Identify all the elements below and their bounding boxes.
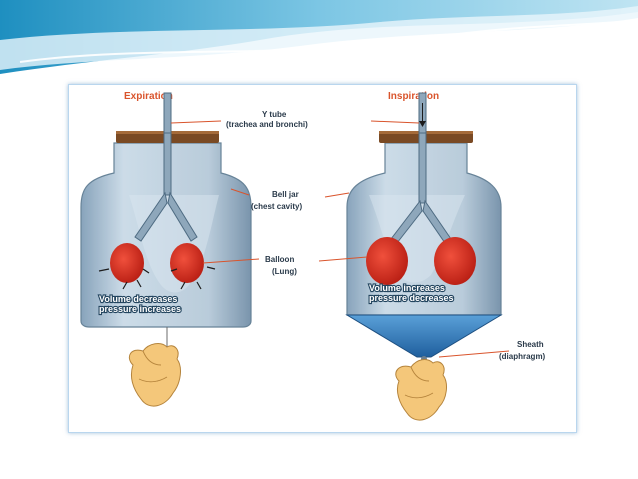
pinching-hand-icon xyxy=(395,359,447,421)
y-tube-expiration xyxy=(134,92,198,242)
y-tube-inspiration xyxy=(390,92,452,244)
heading-expiration: Expiration xyxy=(124,91,173,102)
caption-inspiration-pressure: pressure decreases xyxy=(369,293,454,303)
caption-expiration-pressure: pressure increases xyxy=(99,304,181,314)
balloon-expiration-right xyxy=(170,243,204,283)
balloon-inspiration-right xyxy=(434,237,476,285)
balloon-expiration-left xyxy=(110,243,144,283)
caption-inspiration-volume: Volume increases xyxy=(369,283,445,293)
balloon-inspiration-left xyxy=(366,237,408,285)
pressure-arrows xyxy=(98,266,216,290)
label-sheath-sub: (diaphragm) xyxy=(499,352,546,361)
label-bell-jar-sub: (chest cavity) xyxy=(251,202,302,211)
diagram-panel: Expiration Inspiration Volume decr xyxy=(68,84,577,433)
leader-lines xyxy=(170,120,510,358)
heading-inspiration: Inspiration xyxy=(388,91,439,102)
label-balloon: Balloon xyxy=(265,255,294,264)
label-y-tube-sub: (trachea and bronchi) xyxy=(226,120,308,129)
sheath-diaphragm xyxy=(345,314,503,358)
bell-jar-diagram: Expiration Inspiration Volume decr xyxy=(80,91,546,421)
label-y-tube: Y tube xyxy=(262,110,287,119)
label-balloon-sub: (Lung) xyxy=(272,267,297,276)
pinching-hand-icon xyxy=(128,327,181,407)
caption-expiration-volume: Volume decreases xyxy=(99,294,177,304)
label-bell-jar: Bell jar xyxy=(272,190,299,199)
label-sheath: Sheath xyxy=(517,340,544,349)
